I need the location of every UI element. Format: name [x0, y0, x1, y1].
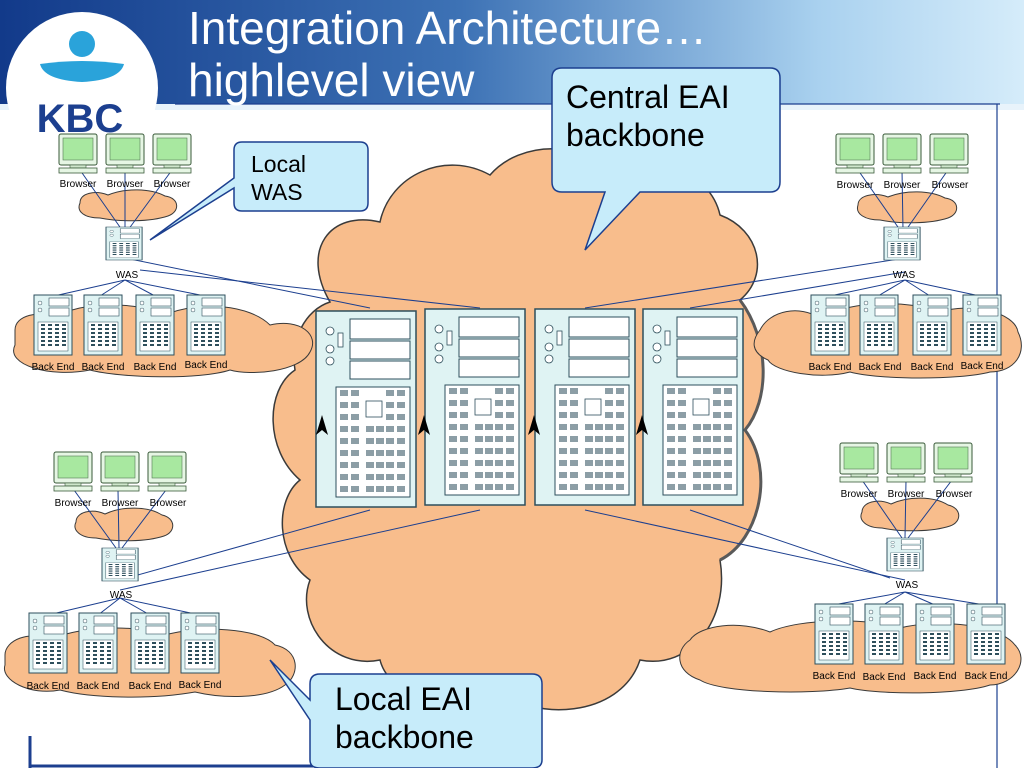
back-end-server	[180, 612, 220, 674]
back-end-label: Back End	[911, 362, 954, 373]
callout-local-was	[149, 141, 369, 241]
back-end-server	[912, 294, 952, 356]
was-label: WAS	[896, 580, 919, 591]
browser-monitor	[835, 133, 875, 174]
back-end-label: Back End	[859, 362, 902, 373]
back-end-server	[859, 294, 899, 356]
cluster-top-left: Browser Browser Browser WAS Back End Bac…	[32, 133, 228, 373]
back-end-label: Back End	[863, 672, 906, 683]
back-end-server	[130, 612, 170, 674]
callout-central-eai-line1: Central EAI	[566, 79, 730, 115]
back-end-server	[33, 294, 73, 356]
browser-cloud-top-left	[78, 189, 178, 222]
central-server-2	[425, 309, 525, 505]
central-server-3	[535, 309, 635, 505]
browser-monitor	[929, 133, 969, 174]
back-end-label: Back End	[32, 362, 75, 373]
back-end-label: Back End	[129, 681, 172, 692]
back-end-server	[28, 612, 68, 674]
server-arrow-2	[418, 415, 430, 435]
browser-cloud-bottom-right	[860, 497, 960, 532]
back-end-label: Back End	[82, 362, 125, 373]
browser-monitor	[100, 451, 140, 492]
browser-label: Browser	[60, 179, 97, 190]
browser-label: Browser	[837, 180, 874, 191]
browser-cloud-top-right	[856, 191, 958, 224]
back-end-server	[83, 294, 123, 356]
browser-monitor	[58, 133, 98, 174]
was-label: WAS	[110, 590, 133, 601]
callout-local-was-line1: Local	[251, 151, 306, 177]
browser-label: Browser	[102, 498, 139, 509]
callout-bubbles	[149, 67, 781, 768]
kbc-logo: KBC	[6, 12, 158, 164]
browser-monitor	[147, 451, 187, 492]
browser-monitor	[882, 133, 922, 174]
slide-title: Integration Architecture… highlevel view	[188, 2, 707, 106]
browser-label: Browser	[841, 489, 878, 500]
back-end-server	[864, 603, 904, 665]
browser-label: Browser	[55, 498, 92, 509]
back-end-server	[962, 294, 1002, 356]
callout-local-eai-line1: Local EAI	[335, 681, 472, 717]
central-servers	[316, 309, 743, 507]
browser-label: Browser	[107, 179, 144, 190]
back-end-server	[810, 294, 850, 356]
back-end-server	[915, 603, 955, 665]
central-server-4	[643, 309, 743, 505]
browser-monitor	[152, 133, 192, 174]
callout-local-was-text: Local WAS	[251, 150, 306, 206]
connection-lines	[47, 169, 986, 616]
slide-title-line2: highlevel view	[188, 54, 475, 106]
back-end-label: Back End	[914, 671, 957, 682]
back-end-server	[135, 294, 175, 356]
back-end-label: Back End	[134, 362, 177, 373]
cluster-top-right: Browser Browser Browser WAS Back End Bac…	[809, 133, 1004, 373]
server-arrow-4	[636, 415, 648, 435]
server-arrow-1	[316, 415, 328, 435]
cluster-bottom-left: Browser Browser Browser WAS Back End Bac…	[27, 451, 222, 692]
browser-label: Browser	[150, 498, 187, 509]
back-end-label: Back End	[813, 671, 856, 682]
browser-cloud-bottom-left	[74, 507, 174, 542]
browser-monitor	[839, 442, 879, 483]
central-server-1	[316, 311, 416, 507]
back-end-label: Back End	[27, 681, 70, 692]
browser-label: Browser	[936, 489, 973, 500]
browser-label: Browser	[884, 180, 921, 191]
browser-monitor	[933, 442, 973, 483]
back-end-label: Back End	[185, 360, 228, 371]
browser-label: Browser	[888, 489, 925, 500]
callout-central-eai-line2: backbone	[566, 117, 705, 153]
back-end-server	[186, 294, 226, 356]
back-end-server	[966, 603, 1006, 665]
was-label: WAS	[893, 270, 916, 281]
back-end-server	[814, 603, 854, 665]
back-end-label: Back End	[965, 671, 1008, 682]
server-arrow-3	[528, 415, 540, 435]
callout-local-eai-line2: backbone	[335, 719, 474, 755]
cluster-bottom-right: Browser Browser Browser WAS Back End Bac…	[813, 442, 1008, 683]
back-end-label: Back End	[809, 362, 852, 373]
browser-monitor	[53, 451, 93, 492]
back-end-label: Back End	[77, 681, 120, 692]
was-server	[883, 226, 922, 261]
back-end-server	[78, 612, 118, 674]
callout-local-eai-text: Local EAI backbone	[335, 680, 474, 756]
callout-central-eai-text: Central EAI backbone	[566, 78, 730, 154]
was-server	[886, 537, 925, 572]
callout-central-eai	[551, 67, 781, 251]
browser-monitor	[886, 442, 926, 483]
browser-monitor	[105, 133, 145, 174]
was-server	[105, 226, 144, 261]
slide-title-line1: Integration Architecture…	[188, 2, 708, 54]
was-label: WAS	[116, 270, 139, 281]
back-end-label: Back End	[961, 361, 1004, 372]
browser-label: Browser	[932, 180, 969, 191]
was-server	[101, 547, 140, 582]
callout-local-was-line2: WAS	[251, 179, 303, 205]
browser-label: Browser	[154, 179, 191, 190]
back-end-label: Back End	[179, 680, 222, 691]
